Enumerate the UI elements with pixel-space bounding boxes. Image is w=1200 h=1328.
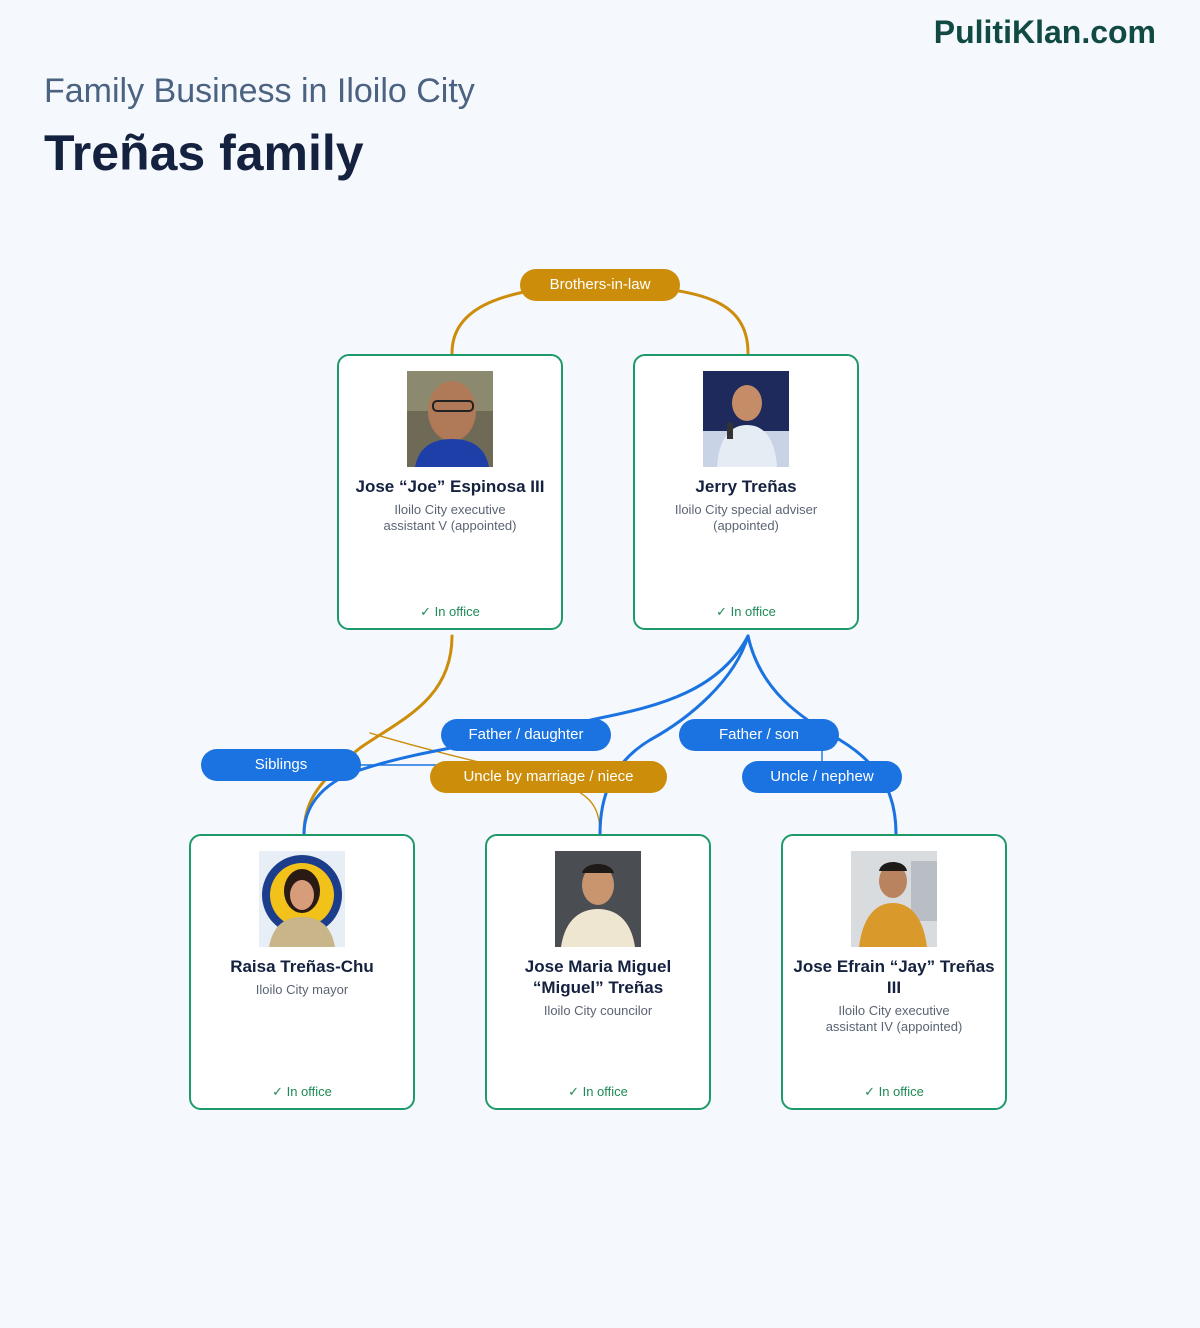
status-badge: ✓ In office (864, 1084, 924, 1099)
person-card-raisa-trenas-chu[interactable]: Raisa Treñas-Chu Iloilo City mayor ✓ In … (189, 834, 415, 1110)
link-jerry-jay (746, 634, 898, 836)
relation-uncle-nephew: Uncle / nephew (742, 761, 902, 793)
status-badge: ✓ In office (716, 604, 776, 619)
person-role: Iloilo City councilor (543, 1003, 653, 1018)
person-photo (703, 371, 789, 467)
relation-brothers-in-law: Brothers-in-law (520, 269, 680, 301)
relation-siblings: Siblings (201, 749, 361, 781)
person-role: Iloilo City executive assistant V (appoi… (383, 502, 517, 533)
relation-father-son: Father / son (679, 719, 839, 751)
person-name: Jerry Treñas (695, 477, 797, 496)
person-card-jay-trenas[interactable]: Jose Efrain “Jay” Treñas III Iloilo City… (781, 834, 1007, 1110)
status-badge: ✓ In office (420, 604, 480, 619)
link-joe-raisa (302, 634, 454, 836)
link-jerry-miguel (598, 634, 750, 836)
brand-logo: PulitiKlan.com (933, 14, 1156, 50)
status-badge: ✓ In office (568, 1084, 628, 1099)
person-role: Iloilo City special adviser (appointed) (674, 502, 818, 533)
person-role: Iloilo City mayor (255, 982, 349, 997)
person-photo (259, 851, 345, 947)
person-card-jerry-trenas[interactable]: Jerry Treñas Iloilo City special adviser… (633, 354, 859, 630)
person-role: Iloilo City executive assistant IV (appo… (825, 1003, 963, 1034)
person-card-miguel-trenas[interactable]: Jose Maria Miguel “Miguel” Treñas Iloilo… (485, 834, 711, 1110)
person-name: Jose Maria Miguel “Miguel” Treñas (524, 957, 672, 997)
relation-uncle-by-marriage-niece: Uncle by marriage / niece (430, 761, 667, 793)
person-photo (555, 851, 641, 947)
person-photo (407, 371, 493, 467)
status-badge: ✓ In office (272, 1084, 332, 1099)
relation-father-daughter: Father / daughter (441, 719, 611, 751)
page-subtitle: Family Business in Iloilo City (44, 72, 475, 110)
person-name: Jose “Joe” Espinosa III (355, 477, 545, 496)
person-photo (851, 851, 937, 947)
person-name: Jose Efrain “Jay” Treñas III (793, 957, 995, 997)
person-card-joe-espinosa[interactable]: Jose “Joe” Espinosa III Iloilo City exec… (337, 354, 563, 630)
page-title: Treñas family (44, 125, 364, 181)
person-name: Raisa Treñas-Chu (230, 957, 374, 976)
